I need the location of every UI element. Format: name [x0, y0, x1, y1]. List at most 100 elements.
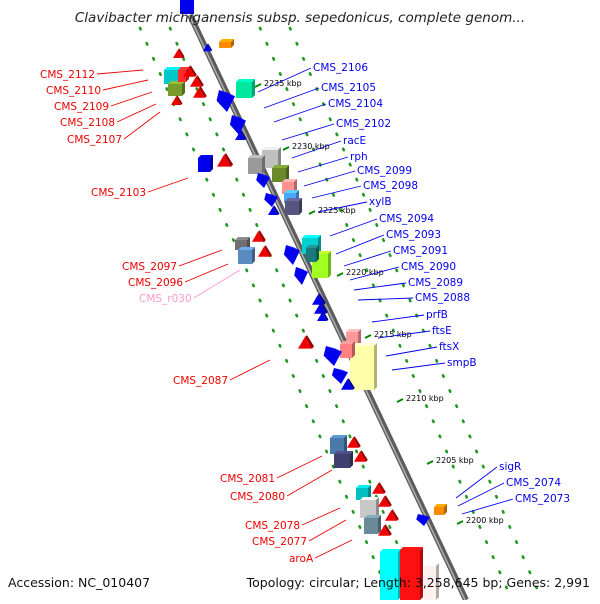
- gene-label-cms-2097[interactable]: CMS_2097: [122, 261, 177, 273]
- reverse-gene-arrow[interactable]: [252, 231, 264, 242]
- gene-label-cms-2090[interactable]: CMS_2090: [401, 261, 456, 273]
- gene-arrow[interactable]: [256, 173, 270, 188]
- feature-box[interactable]: [219, 42, 231, 48]
- reverse-gene-arrow[interactable]: [183, 66, 195, 77]
- feature-box[interactable]: [330, 438, 344, 454]
- gene-label-race[interactable]: racE: [343, 135, 366, 147]
- reverse-gene-arrow[interactable]: [347, 437, 359, 448]
- gene-label-cms-2110[interactable]: CMS_2110: [46, 85, 101, 97]
- reverse-gene-arrow[interactable]: [314, 303, 326, 314]
- gene-label-cms-2088[interactable]: CMS_2088: [415, 292, 470, 304]
- gene-label-cms-2081[interactable]: CMS_2081: [220, 473, 275, 485]
- gene-arrow[interactable]: [323, 346, 342, 366]
- reverse-gene-arrow[interactable]: [171, 96, 181, 106]
- gene-label-cms-2104[interactable]: CMS_2104: [328, 98, 383, 110]
- gene-arrow[interactable]: [283, 245, 300, 265]
- gene-label-aroa[interactable]: aroA: [289, 553, 314, 565]
- reverse-gene-arrow[interactable]: [190, 76, 202, 87]
- reverse-gene-arrow[interactable]: [378, 496, 390, 507]
- gene-label-ftsx[interactable]: ftsX: [439, 341, 459, 353]
- gene-arrow[interactable]: [416, 514, 430, 526]
- feature-box[interactable]: [434, 507, 444, 515]
- feature-box[interactable]: [272, 168, 286, 182]
- reverse-gene-arrow[interactable]: [173, 49, 183, 59]
- gene-label-cms-2107[interactable]: CMS_2107: [67, 134, 122, 146]
- gene-label-cms-2112[interactable]: CMS_2112: [40, 69, 95, 81]
- feature-box[interactable]: [262, 150, 278, 168]
- gene-label-cms-2102[interactable]: CMS_2102: [336, 118, 391, 130]
- feature-box[interactable]: [248, 158, 262, 174]
- gene-arrow[interactable]: [216, 90, 235, 112]
- reverse-gene-arrow[interactable]: [203, 44, 211, 52]
- gene-label-cms-r030[interactable]: CMS_r030: [139, 293, 192, 305]
- feature-box[interactable]: [178, 70, 186, 82]
- guide-dots: [138, 26, 394, 602]
- reverse-gene-arrow[interactable]: [317, 312, 327, 322]
- gene-label-cms-2098[interactable]: CMS_2098: [363, 180, 418, 192]
- feature-box[interactable]: [380, 552, 398, 600]
- reverse-gene-arrow[interactable]: [193, 87, 205, 98]
- gene-label-ftse[interactable]: ftsE: [432, 325, 452, 337]
- feature-box-side: [444, 504, 447, 515]
- feature-box[interactable]: [168, 84, 182, 96]
- reverse-gene-arrow[interactable]: [341, 379, 353, 390]
- gene-arrow[interactable]: [229, 115, 246, 135]
- reverse-gene-arrow[interactable]: [372, 483, 384, 494]
- reverse-gene-arrow[interactable]: [235, 131, 245, 141]
- label-leader-line: [335, 234, 385, 255]
- gene-arrow[interactable]: [294, 267, 308, 285]
- gene-label-sigr[interactable]: sigR: [499, 461, 521, 473]
- reverse-gene-arrow[interactable]: [217, 154, 231, 167]
- gene-label-cms-2105[interactable]: CMS_2105: [321, 82, 376, 94]
- reverse-gene-arrow-side: [378, 482, 386, 494]
- reverse-gene-arrow[interactable]: [385, 510, 397, 521]
- reverse-gene-arrow-side: [305, 335, 315, 349]
- gene-label-xylb[interactable]: xylB: [369, 196, 392, 208]
- gene-label-cms-2094[interactable]: CMS_2094: [379, 213, 434, 225]
- feature-box[interactable]: [198, 158, 210, 172]
- gene-label-cms-2078[interactable]: CMS_2078: [245, 520, 300, 532]
- reverse-gene-arrow[interactable]: [312, 294, 324, 305]
- feature-box[interactable]: [364, 518, 378, 534]
- gene-arrow[interactable]: [264, 193, 278, 207]
- reverse-gene-arrow[interactable]: [378, 525, 390, 536]
- gene-arrow[interactable]: [180, 0, 194, 14]
- gene-arrow[interactable]: [331, 368, 348, 384]
- gene-label-cms-2108[interactable]: CMS_2108: [60, 117, 115, 129]
- gene-label-cms-2096[interactable]: CMS_2096: [128, 277, 183, 289]
- gene-label-cms-2103[interactable]: CMS_2103: [91, 187, 146, 199]
- feature-box[interactable]: [235, 240, 247, 250]
- feature-box[interactable]: [236, 82, 252, 98]
- gene-label-cms-2080[interactable]: CMS_2080: [230, 491, 285, 503]
- gene-label-cms-2109[interactable]: CMS_2109: [54, 101, 109, 113]
- gene-label-smpb[interactable]: smpB: [447, 357, 477, 369]
- feature-box[interactable]: [340, 344, 352, 358]
- gene-label-cms-2091[interactable]: CMS_2091: [393, 245, 448, 257]
- feature-box[interactable]: [334, 454, 350, 468]
- feature-box[interactable]: [424, 566, 436, 600]
- feature-box[interactable]: [285, 201, 299, 215]
- gene-label-prfb[interactable]: prfB: [426, 309, 448, 321]
- gene-label-rph[interactable]: rph: [350, 151, 368, 163]
- gene-label-cms-2093[interactable]: CMS_2093: [386, 229, 441, 241]
- reverse-gene-arrow[interactable]: [268, 206, 278, 216]
- feature-box[interactable]: [360, 500, 376, 518]
- feature-box[interactable]: [238, 250, 252, 264]
- reverse-gene-arrow[interactable]: [258, 246, 270, 257]
- feature-box[interactable]: [400, 550, 420, 600]
- gene-label-cms-2073[interactable]: CMS_2073: [515, 493, 570, 505]
- accession-text: Accession: NC_010407: [8, 575, 151, 590]
- gene-label-cms-2099[interactable]: CMS_2099: [357, 165, 412, 177]
- gene-label-cms-2087[interactable]: CMS_2087: [173, 375, 228, 387]
- gene-label-cms-2074[interactable]: CMS_2074: [506, 477, 561, 489]
- feature-box[interactable]: [306, 248, 316, 262]
- gene-label-cms-2089[interactable]: CMS_2089: [408, 277, 463, 289]
- gene-label-cms-2106[interactable]: CMS_2106: [313, 62, 368, 74]
- feature-box[interactable]: [164, 70, 178, 84]
- reverse-gene-arrow[interactable]: [298, 336, 312, 349]
- gene-label-cms-2077[interactable]: CMS_2077: [252, 536, 307, 548]
- label-leader-line: [311, 185, 362, 199]
- reverse-gene-arrow[interactable]: [354, 451, 366, 462]
